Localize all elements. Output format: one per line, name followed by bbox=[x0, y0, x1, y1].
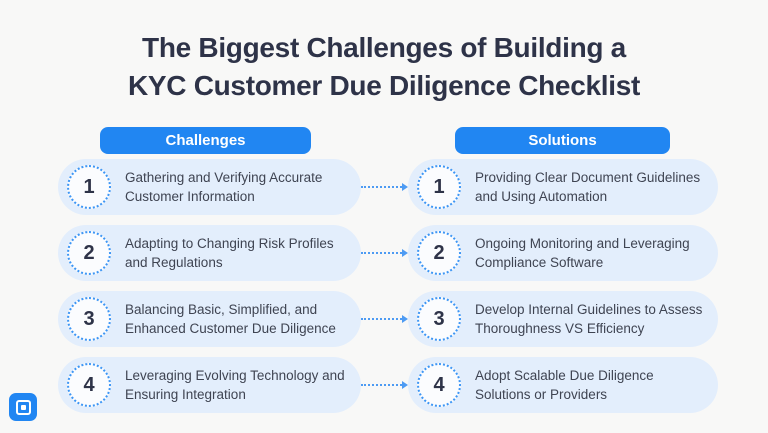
challenge-text: Leveraging Evolving Technology and Ensur… bbox=[125, 368, 345, 402]
number-label: 1 bbox=[83, 175, 95, 198]
solution-item-3: 3 Develop Internal Guidelines to Assess … bbox=[408, 291, 718, 347]
number-badge: 3 bbox=[417, 297, 461, 341]
challenge-text: Adapting to Changing Risk Profiles and R… bbox=[125, 236, 334, 270]
number-label: 4 bbox=[83, 373, 95, 396]
challenge-item-3: 3 Balancing Basic, Simplified, and Enhan… bbox=[58, 291, 361, 347]
number-label: 1 bbox=[433, 175, 445, 198]
arrow-line bbox=[361, 384, 402, 386]
dotted-arrow-icon bbox=[361, 249, 408, 258]
arrow-head bbox=[402, 183, 408, 191]
dotted-arrow-icon bbox=[361, 183, 408, 192]
arrow-head bbox=[402, 315, 408, 323]
challenges-header-label: Challenges bbox=[165, 132, 246, 149]
number-label: 2 bbox=[83, 241, 95, 264]
solution-item-4: 4 Adopt Scalable Due Diligence Solutions… bbox=[408, 357, 718, 413]
logo-inner-square bbox=[15, 399, 31, 415]
number-label: 4 bbox=[433, 373, 445, 396]
number-badge: 2 bbox=[67, 231, 111, 275]
logo-inner-dot bbox=[20, 404, 26, 410]
page-title-line2: KYC Customer Due Diligence Checklist bbox=[128, 70, 640, 101]
challenge-item-2: 2 Adapting to Changing Risk Profiles and… bbox=[58, 225, 361, 281]
number-label: 3 bbox=[83, 307, 95, 330]
challenge-item-4: 4 Leveraging Evolving Technology and Ens… bbox=[58, 357, 361, 413]
solutions-column-header: Solutions bbox=[455, 127, 670, 154]
number-label: 2 bbox=[433, 241, 445, 264]
brand-logo-icon bbox=[9, 393, 37, 421]
number-badge: 4 bbox=[67, 363, 111, 407]
number-badge: 1 bbox=[67, 165, 111, 209]
page-title: The Biggest Challenges of Building a KYC… bbox=[0, 29, 768, 105]
solution-text: Providing Clear Document Guidelines and … bbox=[475, 170, 701, 204]
number-badge: 2 bbox=[417, 231, 461, 275]
arrow-line bbox=[361, 318, 402, 320]
arrow-head bbox=[402, 381, 408, 389]
challenges-column-header: Challenges bbox=[100, 127, 311, 154]
solution-item-1: 1 Providing Clear Document Guidelines an… bbox=[408, 159, 718, 215]
challenge-item-1: 1 Gathering and Verifying Accurate Custo… bbox=[58, 159, 361, 215]
challenge-text: Balancing Basic, Simplified, and Enhance… bbox=[125, 302, 336, 336]
arrow-head bbox=[402, 249, 408, 257]
solution-text: Adopt Scalable Due Diligence Solutions o… bbox=[475, 368, 654, 402]
number-badge: 3 bbox=[67, 297, 111, 341]
number-badge: 1 bbox=[417, 165, 461, 209]
dotted-arrow-icon bbox=[361, 381, 408, 390]
solution-item-2: 2 Ongoing Monitoring and Leveraging Comp… bbox=[408, 225, 718, 281]
arrow-line bbox=[361, 186, 402, 188]
arrow-line bbox=[361, 252, 402, 254]
dotted-arrow-icon bbox=[361, 315, 408, 324]
page-title-line1: The Biggest Challenges of Building a bbox=[142, 32, 626, 63]
number-label: 3 bbox=[433, 307, 445, 330]
challenge-text: Gathering and Verifying Accurate Custome… bbox=[125, 170, 323, 204]
solution-text: Develop Internal Guidelines to Assess Th… bbox=[475, 302, 703, 336]
number-badge: 4 bbox=[417, 363, 461, 407]
solution-text: Ongoing Monitoring and Leveraging Compli… bbox=[475, 236, 690, 270]
solutions-header-label: Solutions bbox=[528, 132, 597, 149]
